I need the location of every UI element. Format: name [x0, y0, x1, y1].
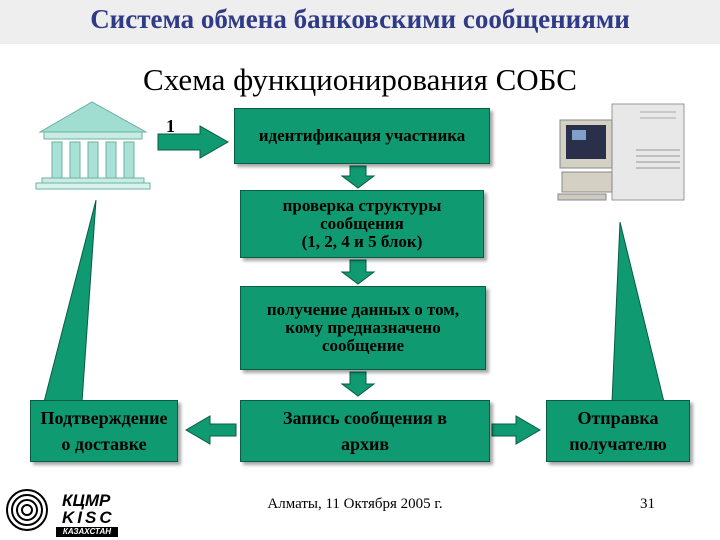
arrow-right-to-send: [491, 415, 541, 445]
box-archive: Запись сообщения в архив: [240, 400, 490, 462]
arrow-left-to-confirmation: [185, 415, 237, 445]
logo-text-kazakhstan: КАЗАХСТАН: [56, 527, 118, 537]
footer-date: Алматы, 11 Октября 2005 г.: [267, 496, 443, 512]
bank-building-icon: [35, 101, 151, 190]
kisc-logo-icon: [6, 489, 48, 531]
box-identification: идентификация участника: [234, 108, 490, 164]
header-band: [0, 0, 720, 44]
down-arrow-2: [340, 259, 376, 285]
box-send-to-recipient: Отправка получателю: [546, 400, 690, 462]
header-title: Система обмена банковскими сообщениями: [90, 4, 630, 34]
left-callout-pointer: [43, 199, 97, 403]
down-arrow-1: [340, 165, 376, 189]
down-arrow-3: [340, 371, 376, 397]
step-number: 1: [166, 116, 175, 136]
logo-text-kcmr: КЦМР: [62, 491, 111, 510]
page-number: 31: [640, 496, 655, 512]
slide-title: Схема функционирования СОБС: [143, 62, 577, 97]
box-structure-check: проверка структуры сообщения (1, 2, 4 и …: [240, 190, 484, 258]
logo-text-kisc: KISC: [62, 508, 115, 527]
box-recipient-data: получение данных о том, кому предназначе…: [240, 286, 486, 370]
step-arrow-right: [157, 125, 230, 159]
computer-icon: [557, 103, 685, 201]
right-callout-pointer: [611, 221, 665, 403]
box-delivery-confirmation: Подтверждение о доставке: [30, 400, 178, 462]
